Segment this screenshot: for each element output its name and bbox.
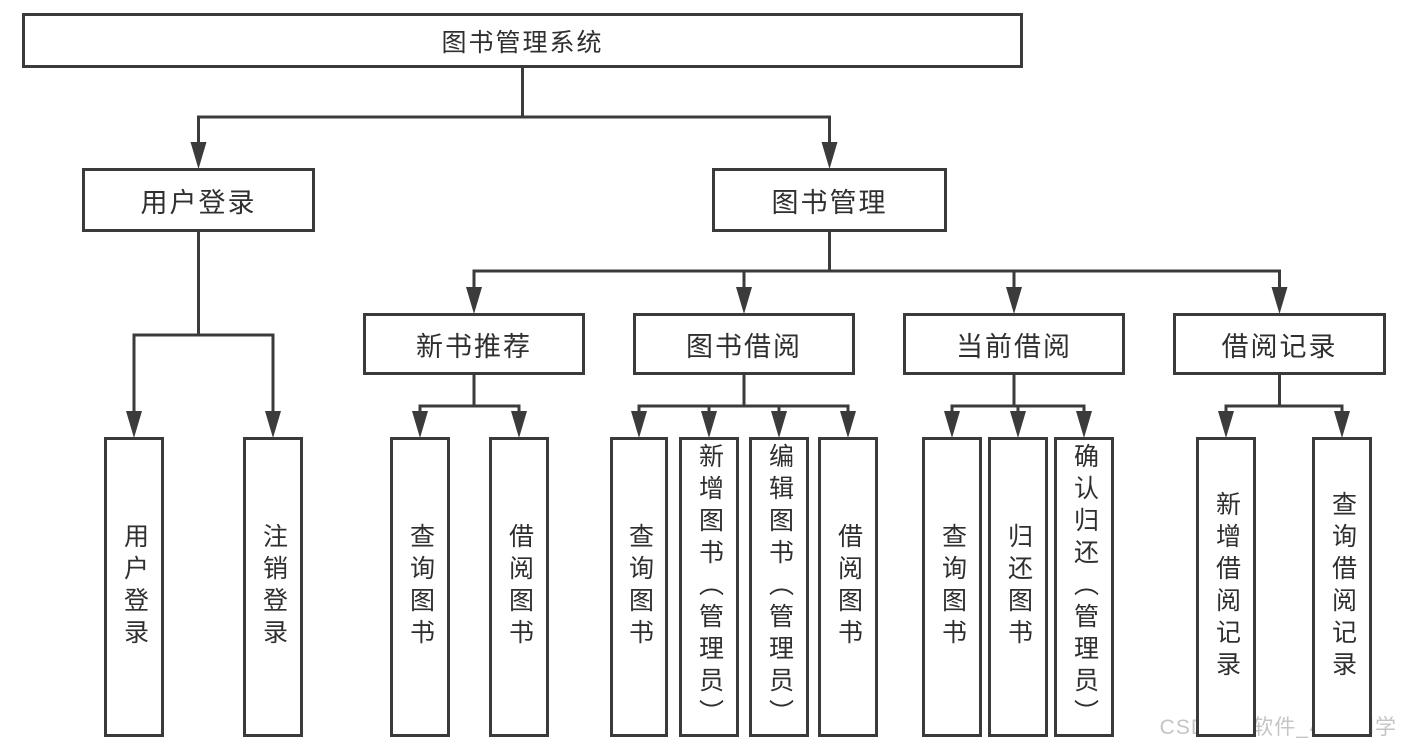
edge-borrow-records — [1218, 373, 1350, 438]
node-leaf-borrow-book-1: 借阅图书 — [489, 437, 549, 737]
node-user-login: 用户登录 — [82, 168, 315, 232]
arrow-down-icon — [126, 411, 142, 438]
edge-book-borrow — [631, 373, 856, 438]
node-label-leaf-add-book: 新增图书（管理员） — [695, 443, 724, 731]
node-label-book-borrow: 图书借阅 — [686, 331, 802, 362]
arrow-down-icon — [840, 411, 856, 438]
node-label-leaf-borrow-book-2: 借阅图书 — [834, 523, 863, 651]
node-leaf-query-book-2: 查询图书 — [610, 437, 668, 737]
arrow-down-icon — [631, 411, 647, 438]
node-borrow-records: 借阅记录 — [1173, 313, 1386, 375]
node-label-leaf-query-book-3: 查询图书 — [938, 523, 967, 651]
arrow-down-icon — [944, 411, 960, 438]
arrow-down-icon — [821, 142, 838, 169]
edge-current-borrow — [944, 373, 1092, 438]
node-leaf-return-book: 归还图书 — [988, 437, 1048, 737]
edge-user-login — [126, 230, 281, 438]
node-label-leaf-query-book-2: 查询图书 — [625, 523, 654, 651]
node-leaf-user-login: 用户登录 — [104, 437, 164, 737]
node-label-borrow-records: 借阅记录 — [1221, 331, 1338, 362]
node-label-leaf-confirm-return: 确认归还（管理员） — [1070, 443, 1099, 731]
node-leaf-add-record: 新增借阅记录 — [1196, 437, 1256, 737]
node-label-current-borrow: 当前借阅 — [956, 331, 1072, 362]
node-leaf-query-record: 查询借阅记录 — [1312, 437, 1372, 737]
arrow-down-icon — [412, 411, 428, 438]
arrow-down-icon — [1271, 287, 1288, 314]
node-label-leaf-logout: 注销登录 — [259, 523, 288, 651]
arrow-down-icon — [1010, 411, 1026, 438]
arrow-down-icon — [1076, 411, 1092, 438]
node-book-borrow: 图书借阅 — [633, 313, 855, 375]
arrow-down-icon — [1006, 287, 1022, 314]
arrow-down-icon — [511, 411, 527, 438]
arrow-down-icon — [1218, 411, 1234, 438]
node-label-leaf-borrow-book-1: 借阅图书 — [505, 523, 534, 651]
node-label-user-login: 用户登录 — [140, 187, 257, 218]
node-leaf-logout: 注销登录 — [243, 437, 303, 737]
arrow-down-icon — [1334, 411, 1350, 438]
node-label-book-mgmt: 图书管理 — [771, 187, 888, 218]
node-root: 图书管理系统 — [22, 13, 1023, 68]
node-label-leaf-query-book-1: 查询图书 — [406, 523, 435, 651]
arrow-down-icon — [265, 411, 281, 438]
edge-root — [190, 66, 838, 169]
node-current-borrow: 当前借阅 — [903, 313, 1125, 375]
node-label-leaf-user-login: 用户登录 — [120, 523, 149, 651]
node-label-leaf-query-record: 查询借阅记录 — [1328, 491, 1357, 683]
node-new-book-rec: 新书推荐 — [363, 313, 585, 375]
arrow-down-icon — [701, 411, 717, 438]
arrow-down-icon — [190, 142, 207, 169]
node-label-new-book-rec: 新书推荐 — [416, 331, 532, 362]
node-label-root: 图书管理系统 — [441, 28, 604, 57]
node-label-leaf-edit-book: 编辑图书（管理员） — [765, 443, 794, 731]
node-leaf-borrow-book-2: 借阅图书 — [818, 437, 878, 737]
node-book-mgmt: 图书管理 — [712, 168, 947, 232]
node-leaf-query-book-3: 查询图书 — [922, 437, 982, 737]
edge-new-book-rec — [412, 373, 527, 438]
node-label-leaf-add-record: 新增借阅记录 — [1212, 491, 1241, 683]
node-leaf-confirm-return: 确认归还（管理员） — [1054, 437, 1114, 737]
arrow-down-icon — [771, 411, 787, 438]
node-leaf-add-book: 新增图书（管理员） — [679, 437, 739, 737]
edge-book-mgmt — [466, 230, 1288, 314]
node-label-leaf-return-book: 归还图书 — [1004, 523, 1033, 651]
arrow-down-icon — [736, 287, 752, 314]
node-leaf-edit-book: 编辑图书（管理员） — [749, 437, 809, 737]
node-leaf-query-book-1: 查询图书 — [390, 437, 450, 737]
arrow-down-icon — [466, 287, 482, 314]
